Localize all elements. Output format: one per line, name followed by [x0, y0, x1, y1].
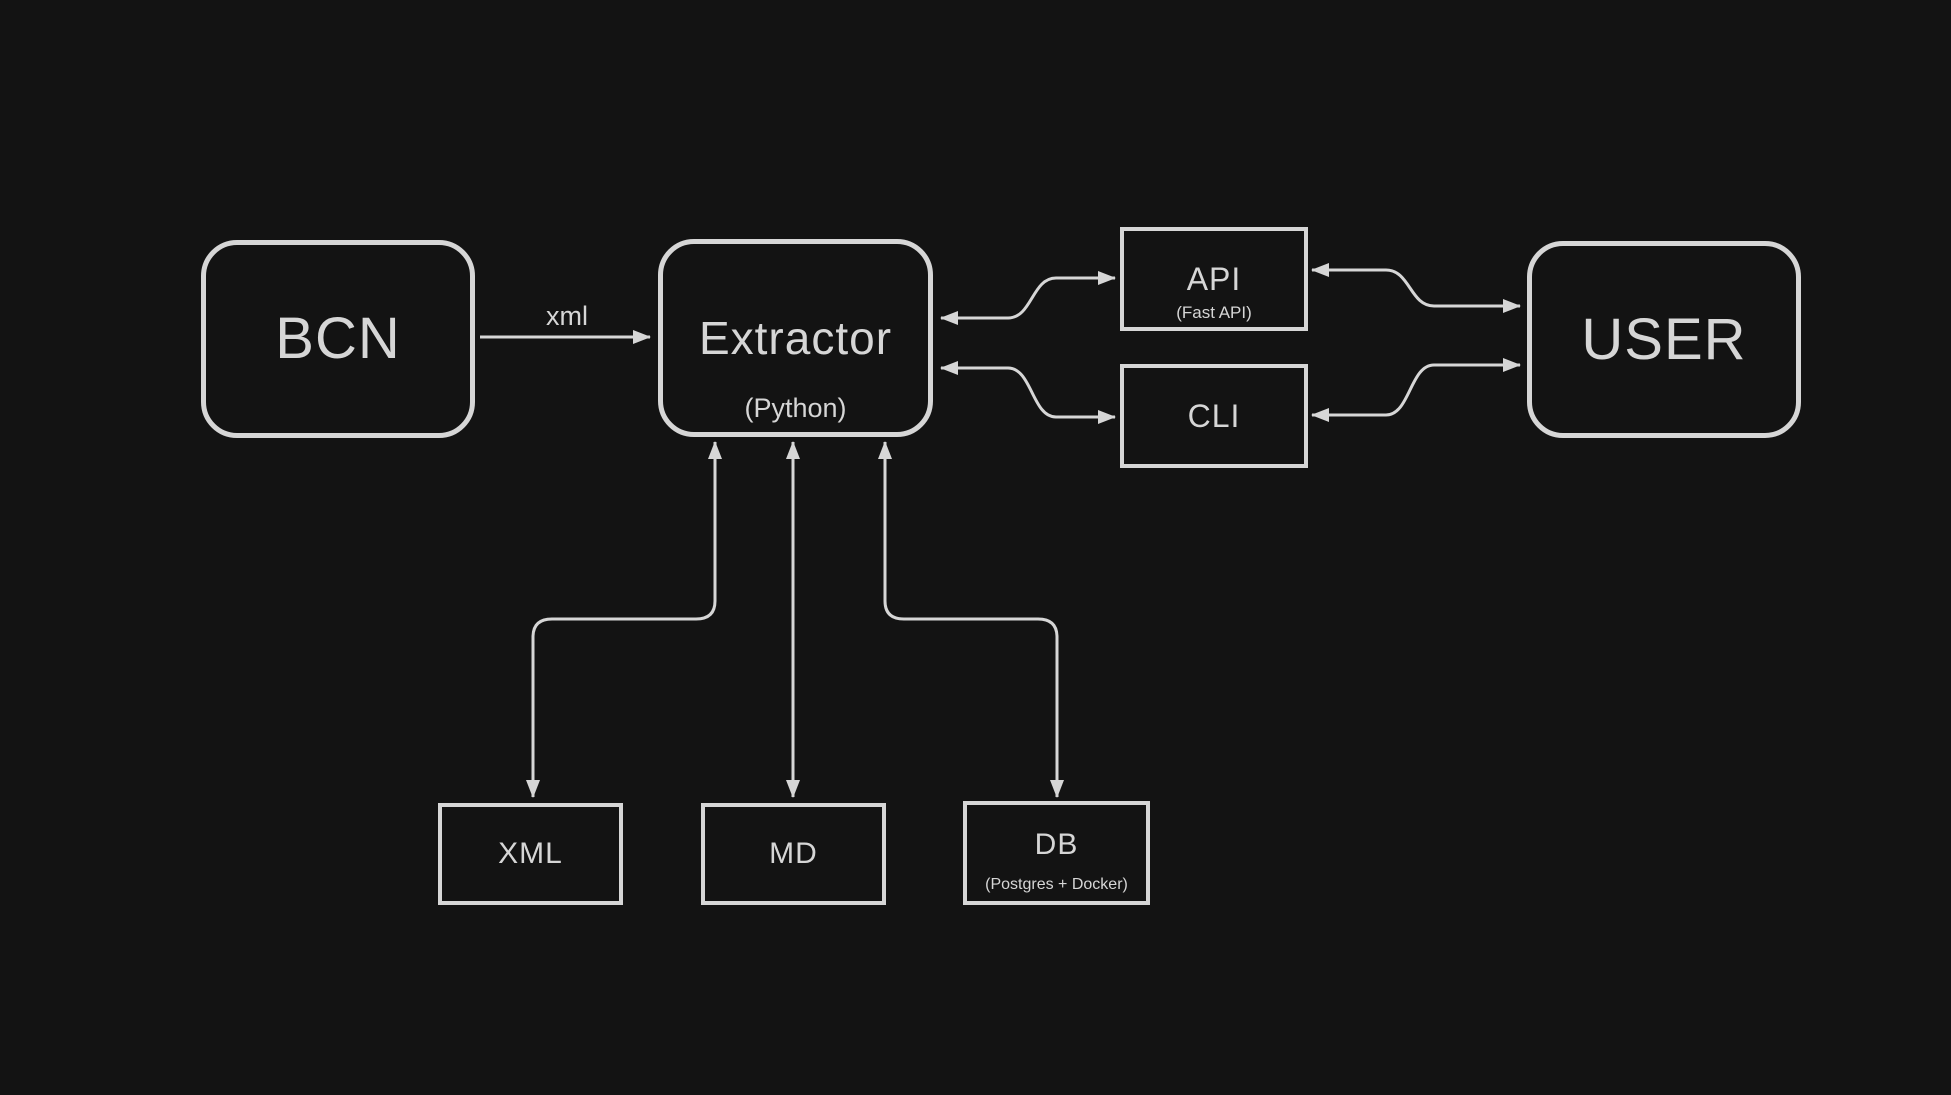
edge-api-user	[1311, 263, 1521, 313]
edge-cli-user	[1311, 358, 1521, 422]
node-xml: XML	[438, 803, 623, 905]
node-db-sublabel: (Postgres + Docker)	[985, 876, 1128, 893]
node-bcn-label: BCN	[275, 306, 401, 371]
node-extractor: Extractor (Python)	[658, 239, 933, 437]
node-extractor-label: Extractor	[698, 312, 893, 364]
edge-extractor-cli	[940, 361, 1116, 424]
node-api-sublabel: (Fast API)	[1176, 303, 1252, 322]
edge-extractor-db	[878, 441, 1064, 798]
node-xml-label: XML	[498, 837, 563, 870]
edge-extractor-xml	[526, 441, 722, 798]
node-user-label: USER	[1581, 306, 1747, 372]
node-extractor-sublabel: (Python)	[744, 393, 847, 423]
node-cli-label: CLI	[1187, 398, 1241, 434]
edge-extractor-api	[940, 271, 1116, 325]
node-bcn: BCN	[201, 240, 475, 438]
node-api-label: API	[1186, 261, 1242, 297]
node-md: MD	[701, 803, 886, 905]
node-api: API (Fast API)	[1120, 227, 1308, 331]
node-md-label: MD	[769, 837, 818, 870]
edge-label-xml: xml	[546, 301, 588, 331]
node-db: DB (Postgres + Docker)	[963, 801, 1150, 905]
node-user: USER	[1527, 241, 1801, 438]
node-cli: CLI	[1120, 364, 1308, 468]
node-db-label: DB	[1034, 828, 1079, 861]
